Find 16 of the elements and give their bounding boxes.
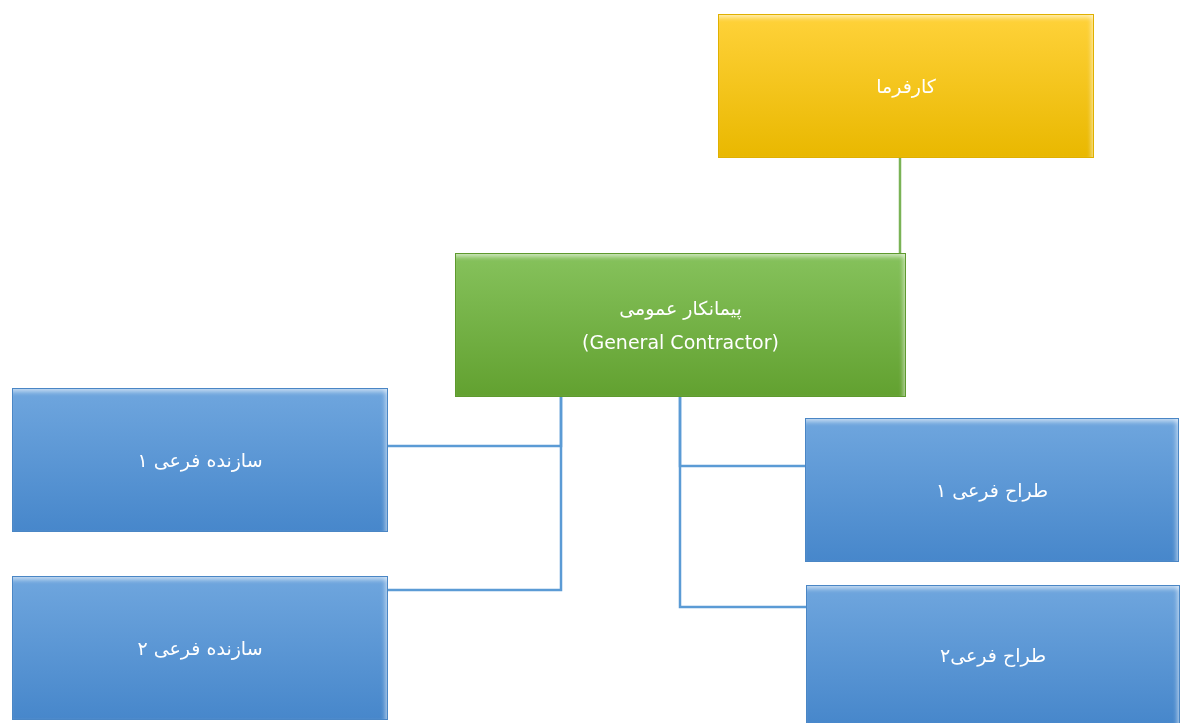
connector-line: [898, 158, 902, 253]
box-label: سازنده فرعی ۱: [137, 448, 263, 472]
connector-line: [388, 397, 563, 592]
box-label: طراح فرعی۲: [939, 643, 1047, 667]
org-box: [806, 585, 1180, 723]
org-box: [805, 418, 1179, 562]
org-box: [12, 388, 388, 532]
box-label: کارفرما: [876, 74, 936, 98]
org-box: [12, 576, 388, 720]
connector-line: [678, 397, 806, 609]
org-box: [718, 14, 1094, 158]
box-label: پیمانکار عمومی: [619, 296, 742, 320]
box-label: (General Contractor): [582, 330, 779, 354]
box-label: سازنده فرعی ۲: [137, 636, 263, 660]
org-box: [455, 253, 906, 397]
box-label: طراح فرعی ۱: [935, 478, 1049, 502]
